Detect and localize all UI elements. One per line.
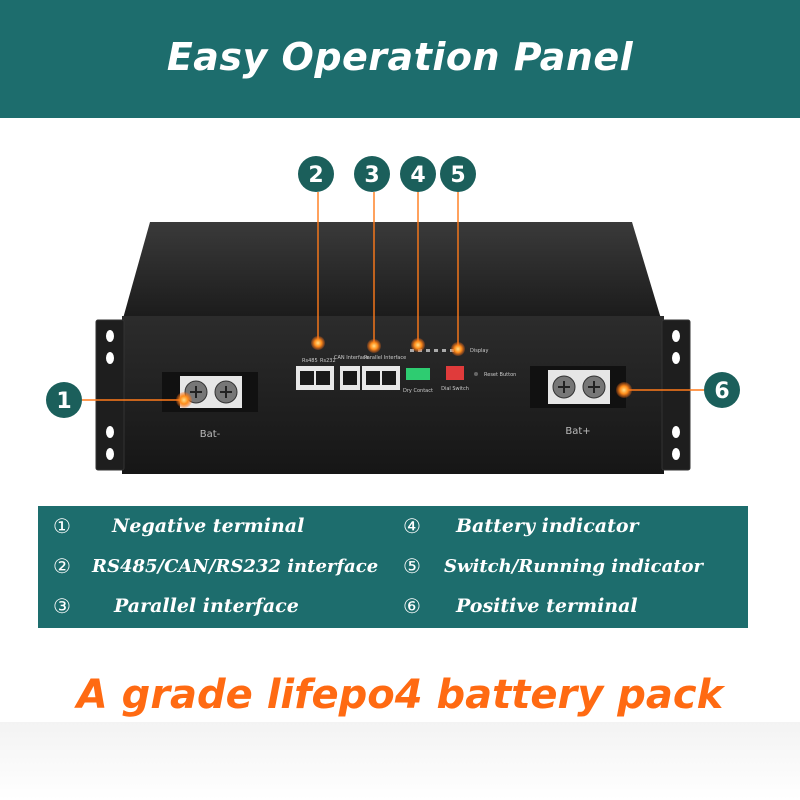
legend-cell: Parallel interface — [86, 588, 388, 624]
legend-num: ④ — [390, 508, 434, 544]
positive-terminal — [530, 366, 626, 408]
marker-3 — [367, 339, 381, 353]
legend-table: ① Negative terminal ④ Battery indicator … — [38, 506, 748, 628]
tagline: A grade lifepo4 battery pack — [76, 672, 724, 718]
legend-num: ③ — [40, 588, 84, 624]
legend-text: Switch/Running indicator — [444, 555, 704, 577]
bat-positive-label: Bat+ — [565, 426, 590, 437]
dial-switch-label: Dial Switch — [441, 386, 469, 392]
legend-text: Positive terminal — [456, 595, 638, 617]
legend-cell: Battery indicator — [436, 508, 746, 544]
rs232-label: Rs232 — [320, 358, 336, 364]
marker-2 — [311, 336, 325, 350]
legend-text: Negative terminal — [112, 515, 305, 537]
leader-lines — [82, 192, 704, 401]
callout-6-number: 6 — [714, 379, 729, 404]
callout-5: 5 — [440, 156, 476, 192]
rack-ear-left — [95, 319, 125, 471]
negative-terminal — [162, 372, 258, 412]
case-top — [122, 222, 662, 322]
header-banner: Easy Operation Panel — [0, 0, 800, 118]
reflection — [0, 722, 800, 800]
callout-4: 4 — [400, 156, 436, 192]
marker-1 — [176, 392, 192, 408]
can-interface-label: CAN Interface — [334, 355, 369, 361]
reset-button-label: Reset Button — [484, 372, 516, 378]
legend-text: Parallel interface — [114, 595, 299, 617]
rs485-label: Rs485 — [302, 358, 318, 364]
callout-3-number: 3 — [364, 163, 379, 188]
marker-5 — [451, 342, 465, 356]
rj45-ports — [296, 366, 400, 390]
bat-negative-label: Bat- — [200, 429, 221, 440]
legend-num: ⑥ — [390, 588, 434, 624]
marker-6 — [616, 382, 632, 398]
legend-cell: Negative terminal — [86, 508, 388, 544]
callout-2: 2 — [298, 156, 334, 192]
display-label: Display — [470, 348, 488, 354]
callout-1-number: 1 — [56, 389, 71, 414]
callout-1: 1 — [46, 382, 82, 418]
page-title: Easy Operation Panel — [166, 35, 634, 79]
callout-5-number: 5 — [450, 163, 465, 188]
callout-4-number: 4 — [410, 163, 425, 188]
callout-2-number: 2 — [308, 163, 323, 188]
legend-num: ② — [40, 548, 84, 584]
dry-contact-label: Dry Contact — [403, 388, 433, 394]
dial-switch — [446, 366, 464, 380]
callout-6: 6 — [704, 372, 740, 408]
legend-num: ⑤ — [390, 548, 434, 584]
legend-cell: Positive terminal — [436, 588, 746, 624]
battery-pack-illustration: Bat- Bat+ Rs485 Rs232 CAN Interface Para… — [46, 156, 740, 474]
legend-text: Battery indicator — [456, 515, 639, 537]
reset-button — [474, 372, 478, 376]
legend-cell: RS485/CAN/RS232 interface — [86, 548, 388, 584]
dry-contact-connector — [406, 368, 430, 380]
legend-num: ① — [40, 508, 84, 544]
legend-cell: Switch/Running indicator — [436, 548, 746, 584]
rack-ear-right — [661, 319, 691, 471]
parallel-interface-label: Parallel Interface — [364, 355, 406, 361]
marker-4 — [411, 338, 425, 352]
callout-3: 3 — [354, 156, 390, 192]
legend-text: RS485/CAN/RS232 interface — [92, 555, 379, 577]
